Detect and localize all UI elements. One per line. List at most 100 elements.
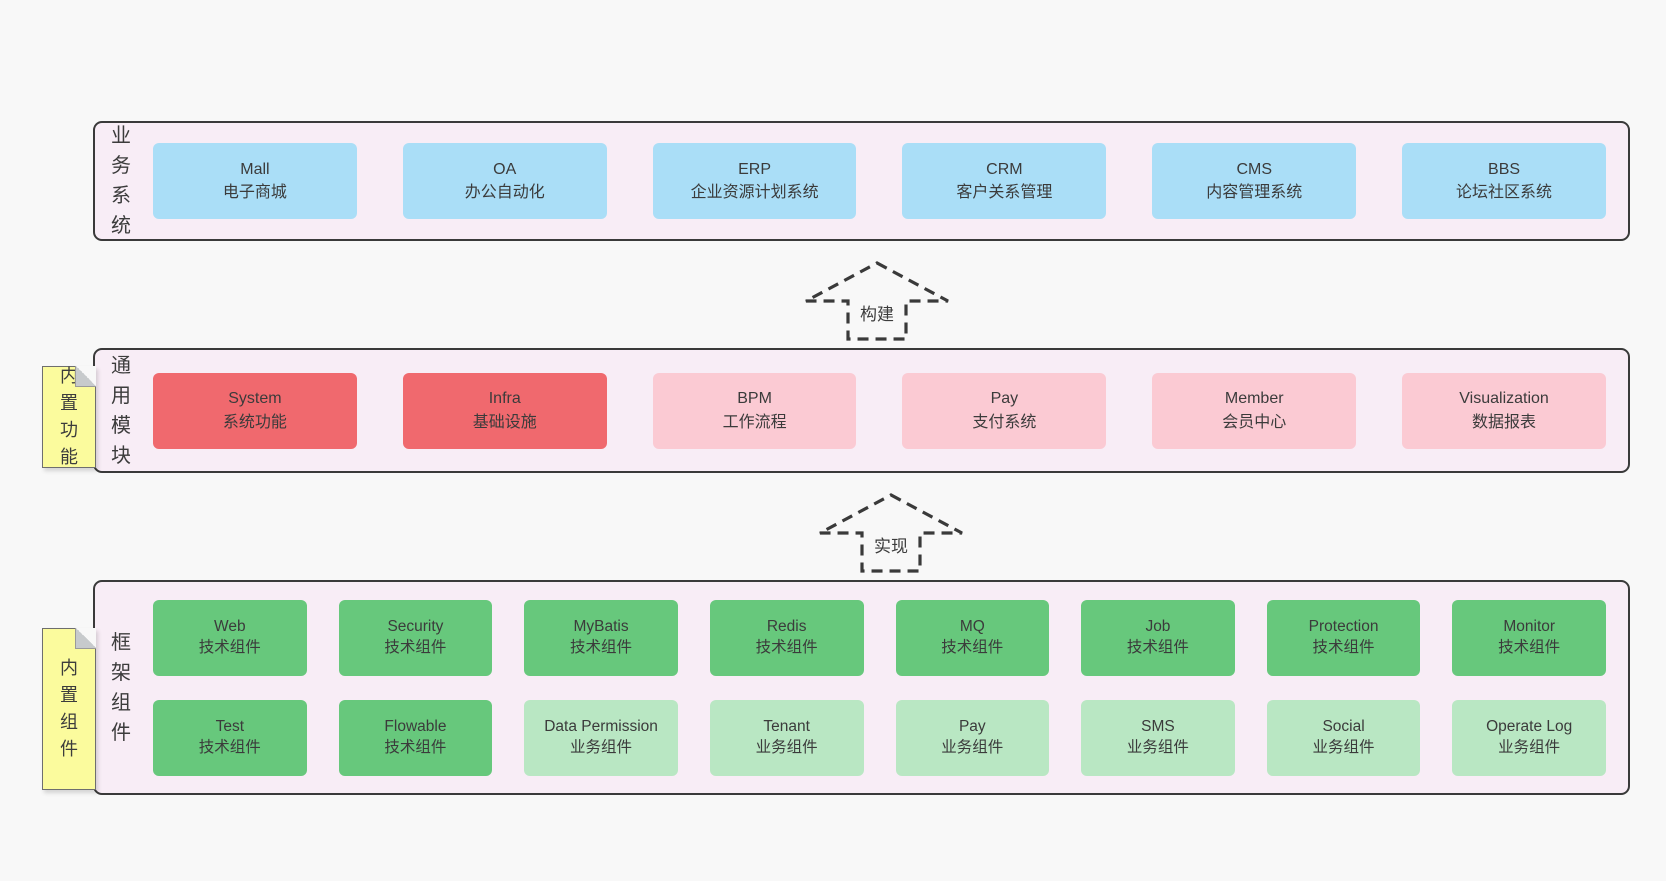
box-erp: ERP 企业资源计划系统: [652, 143, 857, 219]
box-flowable: Flowable 技术组件: [338, 699, 493, 776]
box-mq: MQ 技术组件: [895, 599, 1050, 676]
box-title: Flowable: [384, 717, 447, 735]
box-visualization: Visualization 数据报表: [1402, 372, 1606, 449]
box-job: Job 技术组件: [1081, 599, 1235, 676]
box-subtitle: 企业资源计划系统: [690, 184, 819, 201]
section-common-modules: 内置功能 通用模块 System 系统功能 Infra 基础设施 BPM 工作流…: [42, 348, 1630, 473]
box-subtitle: 办公自动化: [464, 184, 545, 201]
box-monitor: Monitor 技术组件: [1452, 599, 1606, 676]
section-label-business: 业务系统: [95, 123, 147, 239]
box-mall: Mall 电子商城: [153, 143, 357, 219]
box-social: Social 业务组件: [1266, 699, 1421, 776]
arrow-build: 构建: [802, 259, 952, 343]
box-title: Test: [215, 717, 245, 735]
box-subtitle: 业务组件: [755, 738, 818, 756]
box-title: Monitor: [1503, 617, 1556, 635]
section-framework-components: 内置组件 框架组件 Web 技术组件 Security 技术组件 MyBatis…: [42, 580, 1630, 795]
box-subtitle: 业务组件: [1312, 738, 1375, 756]
box-subtitle: 技术组件: [384, 738, 447, 756]
box-subtitle: 技术组件: [755, 638, 818, 656]
box-security: Security 技术组件: [338, 599, 493, 676]
box-system: System 系统功能: [153, 372, 357, 449]
box-title: System: [228, 390, 282, 408]
framework-row-2: Test 技术组件 Flowable 技术组件 Data Permission …: [153, 699, 1606, 776]
sticky-note-builtin-functions: 内置功能: [42, 366, 96, 468]
box-subtitle: 业务组件: [1498, 738, 1561, 756]
box-subtitle: 技术组件: [1312, 638, 1375, 656]
box-bpm: BPM 工作流程: [652, 372, 857, 449]
box-title: Operate Log: [1486, 717, 1573, 735]
box-title: Member: [1224, 390, 1284, 408]
box-subtitle: 技术组件: [198, 638, 261, 656]
box-title: CRM: [986, 160, 1023, 178]
sticky-text: 内置功能: [60, 366, 78, 467]
box-title: Web: [214, 617, 246, 635]
box-subtitle: 论坛社区系统: [1456, 184, 1553, 201]
box-cms: CMS 内容管理系统: [1152, 143, 1357, 219]
section-label-modules: 通用模块: [95, 350, 147, 471]
box-title: Protection: [1308, 617, 1379, 635]
box-protection: Protection 技术组件: [1266, 599, 1421, 676]
section-label-modules-text: 通用模块: [111, 354, 131, 467]
box-subtitle: 基础设施: [472, 413, 537, 431]
box-sms: SMS 业务组件: [1081, 699, 1235, 776]
box-title: Redis: [766, 617, 807, 635]
arrow-implement: 实现: [816, 491, 966, 575]
box-subtitle: 业务组件: [941, 738, 1004, 756]
box-subtitle: 数据报表: [1472, 413, 1537, 431]
box-title: BBS: [1488, 160, 1521, 178]
box-title: Job: [1145, 617, 1171, 635]
box-title: Social: [1322, 717, 1365, 735]
box-title: Tenant: [763, 717, 810, 735]
box-title: Visualization: [1459, 390, 1549, 408]
box-tenant: Tenant 业务组件: [709, 699, 864, 776]
sticky-text: 内置组件: [60, 658, 78, 759]
box-mybatis: MyBatis 技术组件: [524, 599, 678, 676]
box-test: Test 技术组件: [153, 699, 307, 776]
arrow-build-label: 构建: [855, 299, 899, 326]
folded-corner-icon: [75, 628, 96, 649]
box-subtitle: 技术组件: [570, 638, 633, 656]
box-data-permission: Data Permission 业务组件: [524, 699, 678, 776]
box-member: Member 会员中心: [1152, 372, 1357, 449]
folded-corner-icon: [75, 366, 96, 387]
box-subtitle: 技术组件: [1126, 638, 1189, 656]
box-subtitle: 技术组件: [384, 638, 447, 656]
box-redis: Redis 技术组件: [709, 599, 864, 676]
box-subtitle: 内容管理系统: [1206, 184, 1303, 201]
box-title: ERP: [738, 160, 772, 178]
box-title: CMS: [1236, 160, 1272, 178]
box-title: Pay: [958, 717, 986, 735]
box-title: MQ: [959, 617, 985, 635]
section-label-framework-text: 框架组件: [111, 631, 131, 744]
framework-box-grid: Web 技术组件 Security 技术组件 MyBatis 技术组件 Redi…: [147, 599, 1628, 776]
box-title: Data Permission: [544, 717, 658, 735]
box-operate-log: Operate Log 业务组件: [1452, 699, 1606, 776]
up-arrow-icon: [805, 261, 949, 341]
business-box-row: Mall 电子商城 OA 办公自动化 ERP 企业资源计划系统 CRM 客户关系…: [147, 143, 1628, 219]
section-business-systems: 业务系统 Mall 电子商城 OA 办公自动化 ERP 企业资源计划系统 CRM…: [93, 121, 1630, 241]
box-pay-component: Pay 业务组件: [895, 699, 1050, 776]
box-web: Web 技术组件: [153, 599, 307, 676]
box-title: Security: [387, 617, 444, 635]
box-subtitle: 支付系统: [972, 413, 1037, 431]
box-crm: CRM 客户关系管理: [902, 143, 1107, 219]
section-label-business-text: 业务系统: [111, 125, 131, 237]
box-title: BPM: [737, 390, 772, 408]
box-subtitle: 会员中心: [1222, 413, 1287, 431]
section-label-framework: 框架组件: [95, 582, 147, 793]
box-oa: OA 办公自动化: [402, 143, 607, 219]
box-subtitle: 业务组件: [570, 738, 633, 756]
box-pay-system: Pay 支付系统: [902, 372, 1107, 449]
box-title: MyBatis: [573, 617, 629, 635]
box-bbs: BBS 论坛社区系统: [1402, 143, 1606, 219]
box-subtitle: 客户关系管理: [956, 184, 1053, 201]
box-subtitle: 技术组件: [198, 738, 261, 756]
box-subtitle: 技术组件: [941, 638, 1004, 656]
arrow-implement-label: 实现: [869, 531, 913, 558]
box-infra: Infra 基础设施: [402, 372, 607, 449]
box-title: OA: [493, 160, 517, 178]
box-subtitle: 业务组件: [1126, 738, 1189, 756]
box-title: SMS: [1141, 717, 1175, 735]
